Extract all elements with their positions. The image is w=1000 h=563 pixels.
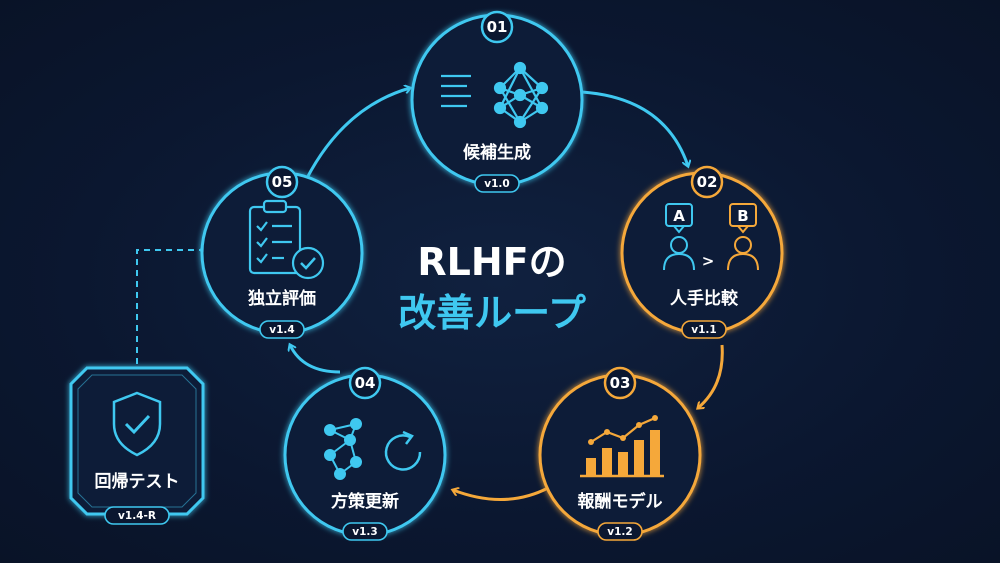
node-04: 04 方策更新 v1.3 [283, 366, 447, 541]
node-01-version: v1.0 [484, 178, 509, 190]
arrow-05-to-01 [300, 88, 410, 189]
node-05: 05 独立評価 v1.4 [200, 165, 364, 339]
side-node-version: v1.4-R [118, 510, 156, 522]
compare-symbol: > [702, 252, 715, 270]
bar-chart-icon [580, 415, 664, 478]
side-node-label: 回帰テスト [95, 472, 180, 492]
node-04-label: 方策更新 [331, 491, 399, 512]
node-05-version: v1.4 [269, 324, 294, 336]
ab-compare-icon: A > B [663, 203, 759, 271]
node-01: 01 候補生成 v1.0 [410, 10, 584, 193]
shield-check-icon [112, 391, 162, 457]
node-02: 02 A > B 人手比較 v1.1 [620, 165, 784, 339]
node-02-number: 02 [697, 173, 718, 191]
node-04-version: v1.3 [352, 526, 377, 538]
arrow-01-to-02 [581, 90, 688, 166]
node-05-number: 05 [272, 173, 293, 191]
graph-refresh-icon [324, 418, 422, 480]
arrow-03-to-04 [453, 486, 549, 502]
node-05-label: 独立評価 [248, 288, 316, 309]
clipboard-check-icon [248, 199, 325, 280]
node-02-version: v1.1 [691, 324, 716, 336]
choice-a-label: A [673, 207, 685, 225]
neural-network-icon [441, 61, 549, 129]
node-02-label: 人手比較 [670, 288, 739, 309]
arrow-02-to-03 [698, 344, 724, 408]
arrow-04-to-05 [290, 345, 341, 374]
title-line-1: RLHFの [417, 240, 566, 284]
node-04-number: 04 [355, 374, 376, 392]
node-03: 03 報酬モデル v1.2 [538, 366, 702, 541]
dashed-connector [136, 249, 205, 365]
node-01-number: 01 [487, 18, 508, 36]
node-03-version: v1.2 [607, 526, 632, 538]
node-03-number: 03 [610, 374, 631, 392]
title-line-2: 改善ループ [398, 291, 586, 335]
node-03-label: 報酬モデル [578, 491, 663, 512]
choice-b-label: B [737, 207, 748, 225]
node-01-label: 候補生成 [463, 142, 531, 163]
side-node-regression: 回帰テスト v1.4-R [69, 366, 205, 525]
